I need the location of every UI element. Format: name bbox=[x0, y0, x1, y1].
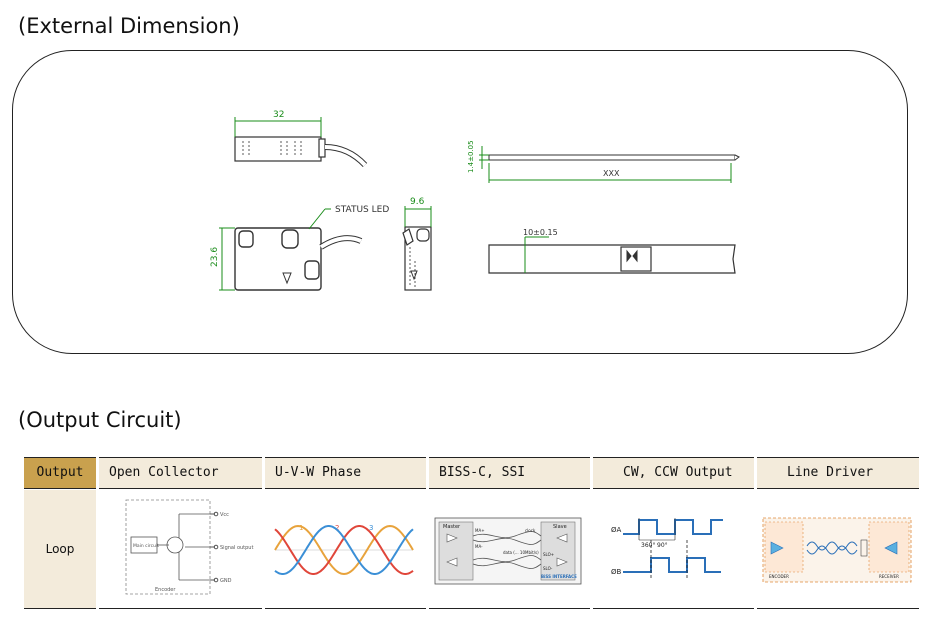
oc-encoder-label: Encoder bbox=[155, 587, 176, 593]
oc-vcc-label: Vcc bbox=[220, 512, 229, 518]
ld-receiver-label: RECEIVER bbox=[879, 574, 899, 579]
dim-10-label: 10±0.15 bbox=[523, 228, 558, 237]
cw-ccw-diagram: ØA ØB 360° 90° bbox=[593, 490, 754, 609]
uvw-curve-1 bbox=[274, 524, 414, 576]
biss-ma-plus-label: MA+ bbox=[475, 528, 485, 533]
output-circuit-heading: (Output Circuit) bbox=[18, 408, 182, 432]
biss-slave-label: Slave bbox=[553, 524, 567, 530]
header-uvw-phase: U-V-W Phase bbox=[265, 457, 426, 489]
ld-encoder-label: ENCODER bbox=[769, 574, 789, 579]
cw-a-label: ØA bbox=[611, 526, 622, 534]
row-loop-cell: Loop bbox=[24, 490, 96, 609]
column-separator bbox=[754, 487, 757, 609]
column-separator bbox=[262, 487, 265, 609]
external-dimension-heading: (External Dimension) bbox=[18, 14, 240, 38]
header-line-driver: Line Driver bbox=[757, 457, 919, 489]
column-separator bbox=[426, 487, 429, 609]
uvw-phase-diagram: 1 2 3 bbox=[265, 490, 426, 609]
cw-b-label: ØB bbox=[611, 568, 622, 576]
biss-clock-label: clock bbox=[525, 528, 536, 533]
biss-slo-plus-label: SLO+ bbox=[543, 552, 554, 557]
header-output-cell: Output bbox=[24, 457, 96, 489]
biss-slo-minus-label: SLO- bbox=[543, 566, 553, 571]
status-led-label: STATUS LED bbox=[335, 205, 389, 215]
header-cw-ccw: CW, CCW Output bbox=[593, 457, 754, 489]
biss-ma-minus-label: MA- bbox=[475, 544, 483, 549]
line-driver-diagram: ENCODER RECEIVER bbox=[757, 490, 919, 609]
oc-signal-label: Signal output bbox=[220, 545, 253, 551]
dim-32-label: 32 bbox=[273, 110, 284, 120]
dim-23-6-label: 23.6 bbox=[210, 247, 220, 267]
dim-xxx-label: XXX bbox=[603, 169, 620, 178]
cw-360-label: 360° bbox=[641, 542, 655, 549]
dim-9-6-label: 9.6 bbox=[410, 197, 425, 207]
biss-master-label: Master bbox=[443, 524, 461, 530]
cw-90-label: 90° bbox=[657, 542, 668, 549]
biss-data-label: data (... 10Mbit/s) bbox=[503, 550, 539, 555]
biss-logo: BiSS INTERFACE bbox=[541, 574, 577, 579]
uvw-label-2: 2 bbox=[335, 524, 339, 532]
header-biss-ssi: BISS-C, SSI bbox=[429, 457, 590, 489]
open-collector-diagram: Vcc Signal output GND Main circuit Encod… bbox=[99, 490, 262, 609]
uvw-label-3: 3 bbox=[369, 524, 373, 532]
uvw-label-1: 1 bbox=[299, 524, 303, 532]
dimension-drawing: 32 23.6 STATUS LED bbox=[210, 110, 740, 291]
oc-main-label: Main circuit bbox=[133, 543, 159, 549]
uvw-curve-3 bbox=[274, 525, 414, 575]
dim-1-4-label: 1.4±0.05 bbox=[467, 140, 475, 173]
header-open-collector: Open Collector bbox=[99, 457, 262, 489]
column-separator bbox=[590, 487, 593, 609]
oc-gnd-label: GND bbox=[220, 578, 232, 584]
dimension-drawing-panel: 32 23.6 STATUS LED bbox=[12, 50, 908, 354]
column-separator bbox=[96, 487, 99, 609]
biss-ssi-diagram: Master Slave MA+ MA- clock data (... 10M… bbox=[429, 490, 590, 609]
